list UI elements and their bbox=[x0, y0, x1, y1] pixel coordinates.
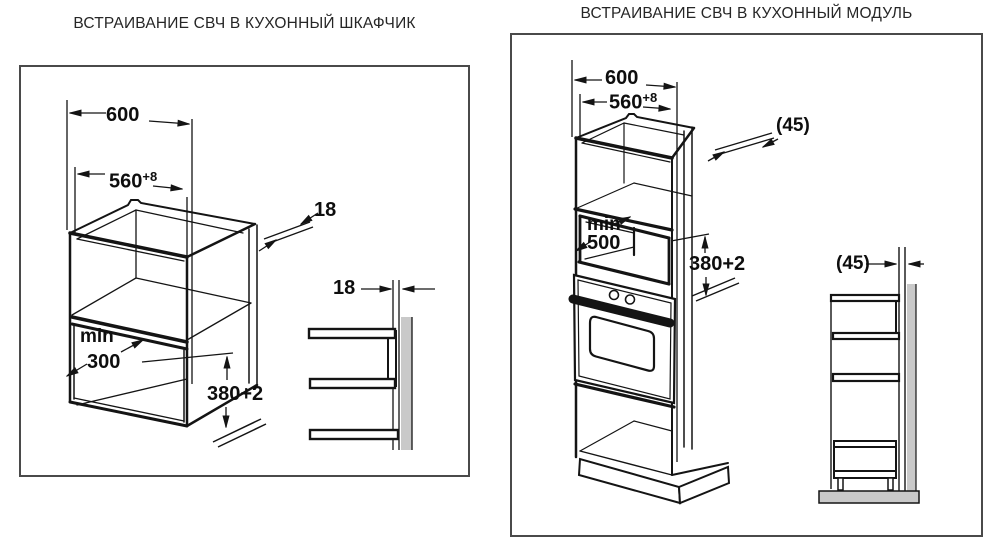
right-dim-560: 560+8 bbox=[609, 90, 657, 113]
right-column-isometric bbox=[573, 113, 731, 505]
right-niche-height: 380+2 bbox=[689, 253, 746, 275]
left-dim-18-top: 18 bbox=[314, 199, 337, 221]
left-dim-560-tolerance: +8 bbox=[142, 169, 158, 184]
left-niche-height: 380+2 bbox=[207, 383, 264, 405]
left-niche-min-label: min bbox=[80, 326, 114, 347]
left-dim-560-value: 560 bbox=[109, 170, 143, 193]
right-dim-560-tolerance: +8 bbox=[642, 90, 658, 105]
right-diagram-title: ВСТРАИВАНИЕ СВЧ В КУХОННЫЙ МОДУЛЬ bbox=[580, 5, 913, 22]
right-dim-45-top: (45) bbox=[776, 115, 810, 136]
left-niche-min-depth: 300 bbox=[87, 351, 121, 373]
right-niche-min-depth: 500 bbox=[587, 232, 621, 254]
left-cabinet-isometric bbox=[68, 199, 259, 428]
left-dimension-lines bbox=[67, 100, 319, 448]
floor-strip bbox=[818, 490, 920, 504]
right-dim-560-value: 560 bbox=[609, 91, 643, 114]
right-side-profile-view bbox=[818, 247, 924, 504]
oven-knob bbox=[608, 289, 620, 301]
right-dimension-lines bbox=[571, 60, 779, 462]
right-dim-600: 600 bbox=[605, 67, 639, 89]
left-diagram-title: ВСТРАИВАНИЕ СВЧ В КУХОННЫЙ ШКАФЧИК bbox=[73, 15, 416, 32]
right-dim-45-side: (45) bbox=[836, 253, 870, 274]
wall-strip bbox=[401, 317, 412, 450]
oven-front bbox=[568, 273, 677, 405]
left-dim-18-side: 18 bbox=[333, 277, 356, 299]
oven-window bbox=[588, 315, 656, 372]
wall-strip bbox=[907, 284, 916, 494]
left-dim-600: 600 bbox=[106, 104, 140, 126]
left-side-profile-view bbox=[307, 280, 435, 450]
left-diagram-frame: 600 560+8 18 18 min 300 380+2 bbox=[19, 65, 470, 477]
left-cabinet-drawing bbox=[21, 100, 435, 450]
right-niche-min-label: min bbox=[587, 214, 621, 235]
right-diagram-frame: 600 560+8 (45) (45) min 500 380+2 bbox=[510, 33, 983, 537]
left-dim-560: 560+8 bbox=[109, 169, 157, 192]
right-column-drawing bbox=[568, 60, 924, 505]
oven-knob bbox=[624, 294, 636, 305]
